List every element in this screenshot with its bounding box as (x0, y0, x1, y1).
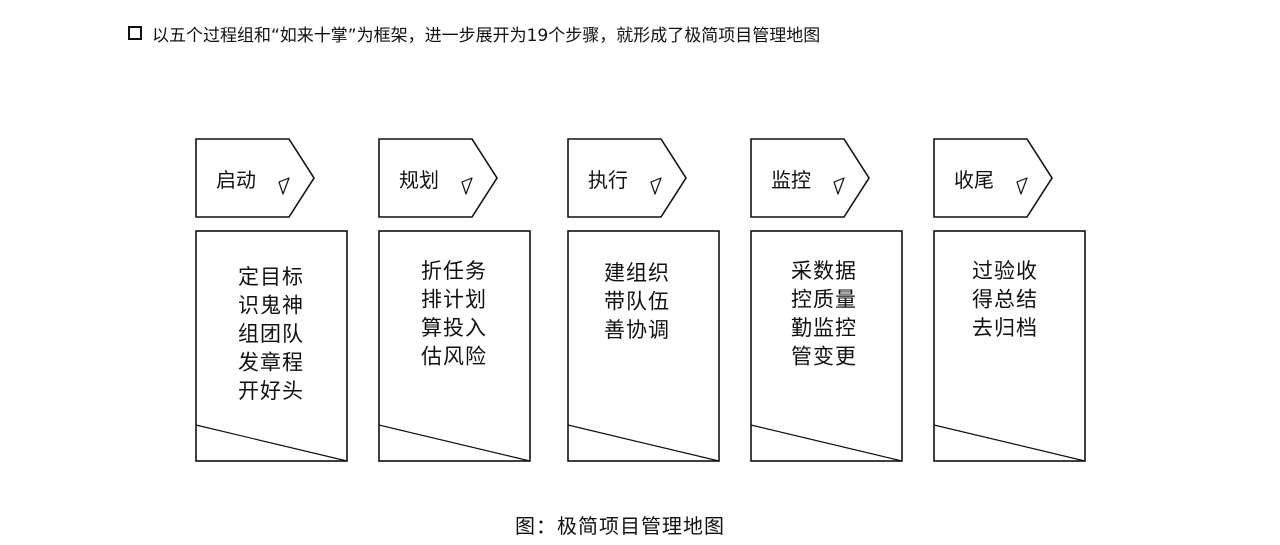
phase-step: 组团队 (238, 322, 304, 346)
phase-header-shape (567, 138, 687, 218)
phase-step: 得总结 (972, 288, 1038, 312)
phase-step: 算投入 (421, 316, 487, 340)
folded-corner-icon (461, 177, 473, 195)
phase-step: 管变更 (791, 345, 857, 369)
phase-header-shape (933, 138, 1053, 218)
phase-header-shape (195, 138, 315, 218)
intro-line: 以五个过程组和“如来十掌”为框架，进一步展开为19个步骤，就形成了极简项目管理地… (128, 20, 820, 46)
phase-step: 带队伍 (604, 290, 670, 314)
card-fold-line (378, 424, 531, 462)
figure-caption: 图：极简项目管理地图 (515, 514, 725, 538)
card-fold-line (567, 424, 720, 462)
phase-step: 去归档 (972, 316, 1038, 340)
phase-title: 启动 (216, 168, 256, 192)
card-fold-line (195, 424, 348, 462)
intro-text: 以五个过程组和“如来十掌”为框架，进一步展开为19个步骤，就形成了极简项目管理地… (152, 25, 821, 46)
phase-step: 勤监控 (791, 316, 857, 340)
phase-title: 收尾 (954, 168, 994, 192)
phase-step: 排计划 (421, 288, 487, 312)
folded-corner-icon (650, 177, 662, 195)
phase-step-card (378, 230, 531, 462)
square-bullet-icon (128, 26, 142, 40)
folded-corner-icon (278, 177, 290, 195)
phase-step-card (750, 230, 903, 462)
phase-step: 开好头 (238, 379, 304, 403)
phase-step-card (567, 230, 720, 462)
phase-step: 采数据 (791, 259, 857, 283)
phase-title: 执行 (588, 168, 628, 192)
phase-step: 控质量 (791, 288, 857, 312)
phase-step: 定目标 (238, 265, 304, 289)
phase-step: 善协调 (604, 318, 670, 342)
phase-step: 折任务 (421, 259, 487, 283)
phase-step-card (195, 230, 348, 462)
phase-title: 监控 (771, 168, 811, 192)
card-fold-line (933, 424, 1086, 462)
phase-step: 识鬼神 (238, 294, 304, 318)
folded-corner-icon (833, 177, 845, 195)
phase-header-shape (378, 138, 498, 218)
phase-step: 发章程 (238, 351, 304, 375)
phase-step: 过验收 (972, 259, 1038, 283)
card-fold-line (750, 424, 903, 462)
phase-step: 估风险 (421, 345, 487, 369)
phase-header-shape (750, 138, 870, 218)
phase-step-card (933, 230, 1086, 462)
folded-corner-icon (1016, 177, 1028, 195)
phase-title: 规划 (399, 168, 439, 192)
phase-step: 建组织 (604, 261, 670, 285)
